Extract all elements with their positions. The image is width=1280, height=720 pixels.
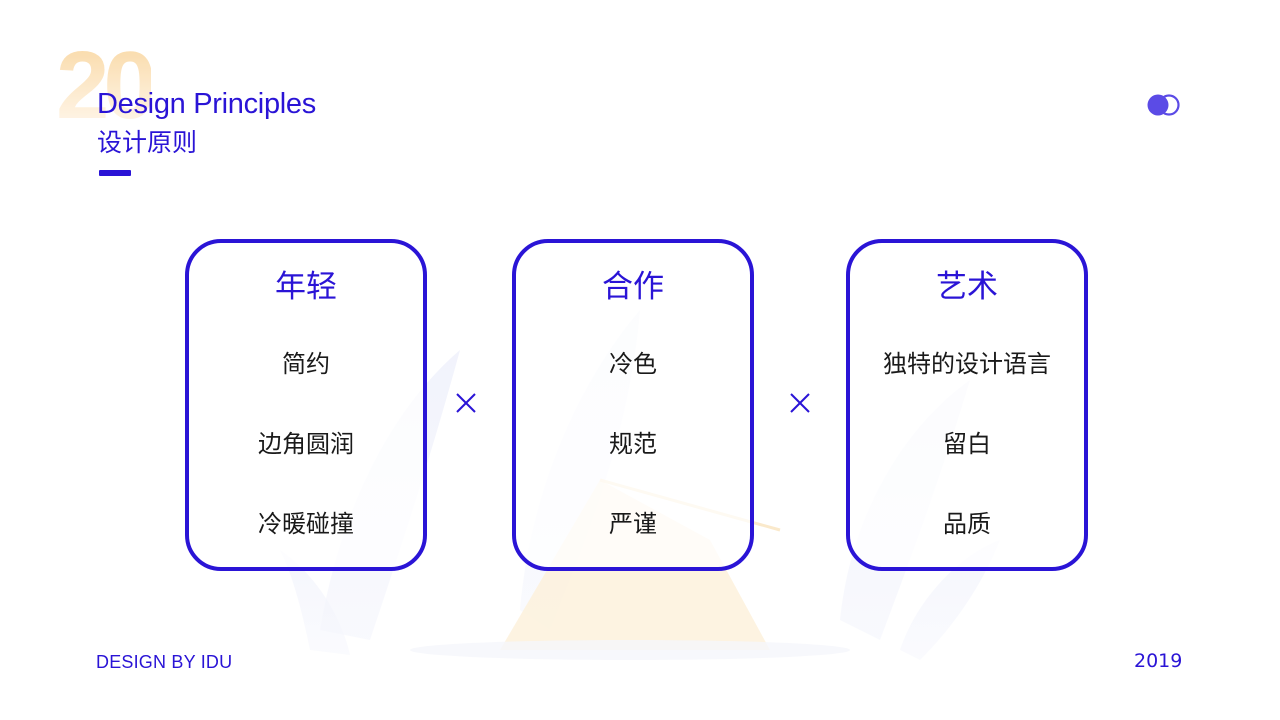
card-item: 品质	[943, 510, 991, 538]
multiply-icon	[456, 393, 476, 413]
card-item: 留白	[943, 430, 991, 458]
multiply-icon	[790, 393, 810, 413]
ghost-section-number: 20	[56, 32, 157, 139]
card-item: 冷暖碰撞	[258, 510, 354, 538]
card-title: 合作	[602, 269, 664, 305]
footer-year: 2019	[1134, 650, 1183, 672]
card-item: 规范	[609, 430, 657, 458]
card-item: 边角圆润	[258, 430, 354, 458]
overlapping-circles-icon	[1147, 94, 1180, 116]
footer-credit: DESIGN BY IDU	[96, 652, 233, 672]
card-item: 独特的设计语言	[883, 350, 1051, 378]
card-title: 年轻	[275, 269, 337, 305]
card-item: 简约	[282, 350, 330, 378]
principle-card-art: 艺术 独特的设计语言 留白 品质	[846, 239, 1088, 571]
title-underline-bar	[99, 170, 131, 176]
principle-card-youthful: 年轻 简约 边角圆润 冷暖碰撞	[185, 239, 427, 571]
principle-card-cooperation: 合作 冷色 规范 严谨	[512, 239, 754, 571]
page-title-cn: 设计原则	[97, 128, 198, 157]
page-title-en: Design Principles	[97, 88, 316, 120]
card-item: 严谨	[609, 510, 657, 538]
card-item: 冷色	[609, 350, 657, 378]
card-title: 艺术	[936, 269, 998, 305]
